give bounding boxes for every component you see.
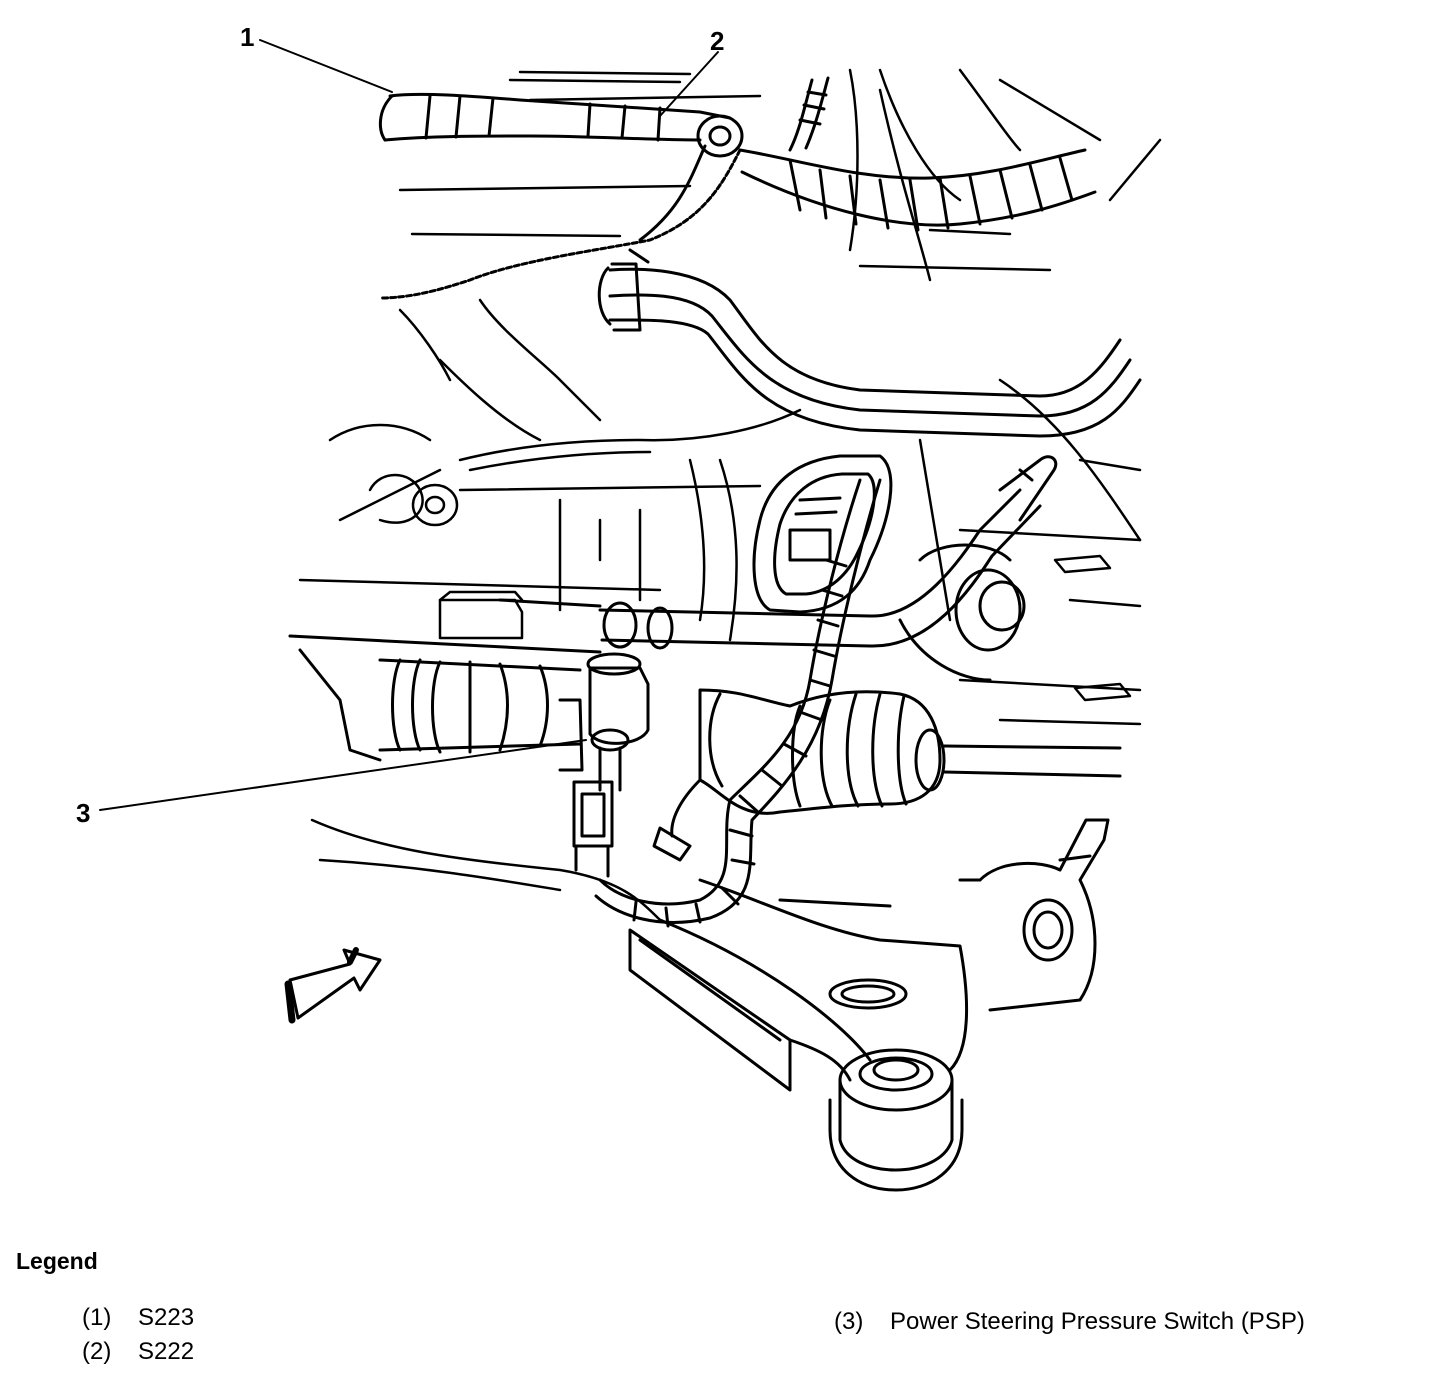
body-structure xyxy=(298,68,1162,922)
callout-leaders xyxy=(99,39,719,811)
callout-2-leader xyxy=(659,51,719,117)
legend-item-number: (1) xyxy=(82,1304,112,1331)
callout-3-number: 3 xyxy=(76,798,90,828)
legend-item-label: S222 xyxy=(138,1338,195,1365)
callout-1-number: 1 xyxy=(240,22,254,52)
legend-item-number: (2) xyxy=(82,1338,112,1365)
steering-rack xyxy=(288,543,1122,815)
legend-item-psp: (3) Power Steering Pressure Switch (PSP) xyxy=(834,1308,1305,1336)
hydraulic-lines xyxy=(597,248,1142,650)
legend-item-s223: (1) S223 xyxy=(82,1304,194,1332)
lower-crossmember xyxy=(628,818,1110,1192)
upper-wiring-harness xyxy=(378,76,1097,300)
legend-title: Legend xyxy=(16,1248,98,1274)
legend-item-label: Power Steering Pressure Switch (PSP) xyxy=(890,1308,1305,1335)
callout-1-leader xyxy=(259,39,393,93)
view-direction-arrow-icon xyxy=(284,947,382,1024)
legend-item-s222: (2) S222 xyxy=(82,1338,194,1366)
callout-2-number: 2 xyxy=(710,26,724,56)
callout-3-leader xyxy=(99,739,587,811)
psp-switch xyxy=(558,652,650,878)
legend-item-label: S223 xyxy=(138,1304,195,1331)
legend-item-number: (3) xyxy=(834,1308,864,1335)
power-steering-switch-illustration: 1 2 3 xyxy=(76,22,1162,1192)
